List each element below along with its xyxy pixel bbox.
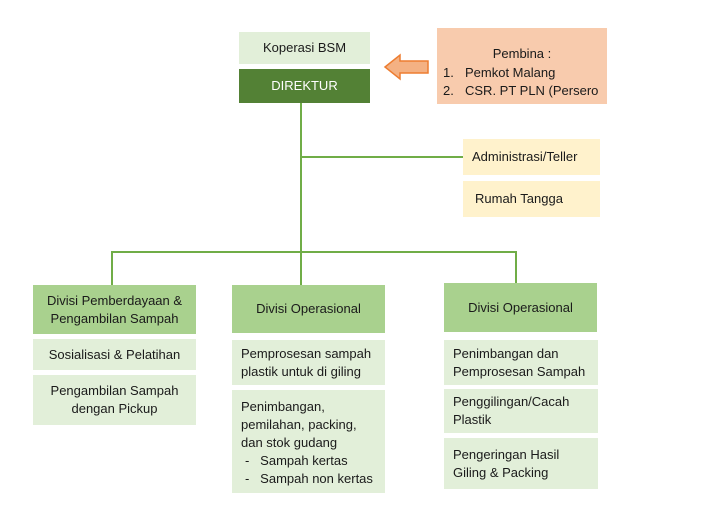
division-empowerment-box: Divisi Pemberdayaan & Pengambilan Sampah: [33, 285, 196, 334]
division-3-task: Penggilingan/Cacah Plastik: [444, 389, 598, 433]
pembina-item: 1.Pemkot Malang: [443, 64, 556, 80]
division-1-task: Sosialisasi & Pelatihan: [33, 339, 196, 370]
director-text: DIREKTUR: [271, 78, 338, 93]
pembina-item: 2.CSR. PT PLN (Persero: [443, 82, 599, 98]
pembina-list: 1.Pemkot Malang 2.CSR. PT PLN (Persero: [437, 64, 607, 100]
household-box: Rumah Tangga: [463, 181, 600, 217]
admin-teller-box: Administrasi/Teller: [463, 139, 600, 175]
household-text: Rumah Tangga: [475, 191, 563, 206]
pembina-title: Pembina :: [492, 45, 552, 61]
sublist-item: - Sampah kertas: [245, 453, 348, 468]
division-2-task: Pemprosesan sampah plastik untuk di gili…: [232, 340, 385, 385]
connector-staff-branch: [300, 156, 463, 158]
director-box: DIREKTUR: [239, 69, 370, 103]
division-2-sublist: - Sampah kertas - Sampah non kertas: [241, 452, 373, 488]
division-1-task: Pengambilan Sampah dengan Pickup: [33, 375, 196, 425]
pembina-box: Pembina : 1.Pemkot Malang 2.CSR. PT PLN …: [437, 28, 607, 104]
connector-division-1: [111, 251, 113, 285]
org-name-text: Koperasi BSM: [262, 40, 347, 55]
division-operational-title: Divisi Operasional: [256, 301, 361, 316]
connector-division-3: [515, 251, 517, 283]
division-empowerment-title: Divisi Pemberdayaan & Pengambilan Sampah: [46, 292, 183, 326]
division-operational-box: Divisi Operasional: [444, 283, 597, 332]
left-arrow-icon: [383, 53, 429, 81]
connector-main-vertical: [300, 103, 302, 253]
admin-teller-text: Administrasi/Teller: [472, 149, 578, 164]
division-3-task: Pengeringan Hasil Giling & Packing: [444, 438, 598, 489]
connector-division-2: [300, 251, 302, 285]
division-operational-box: Divisi Operasional: [232, 285, 385, 333]
division-3-task: Penimbangan dan Pemprosesan Sampah: [444, 340, 598, 385]
division-operational-title: Divisi Operasional: [468, 299, 573, 315]
sublist-item: - Sampah non kertas: [245, 471, 373, 486]
division-2-task: Penimbangan, pemilahan, packing, dan sto…: [232, 390, 385, 493]
connector-division-horizontal: [111, 251, 517, 253]
org-name-box: Koperasi BSM: [239, 32, 370, 64]
